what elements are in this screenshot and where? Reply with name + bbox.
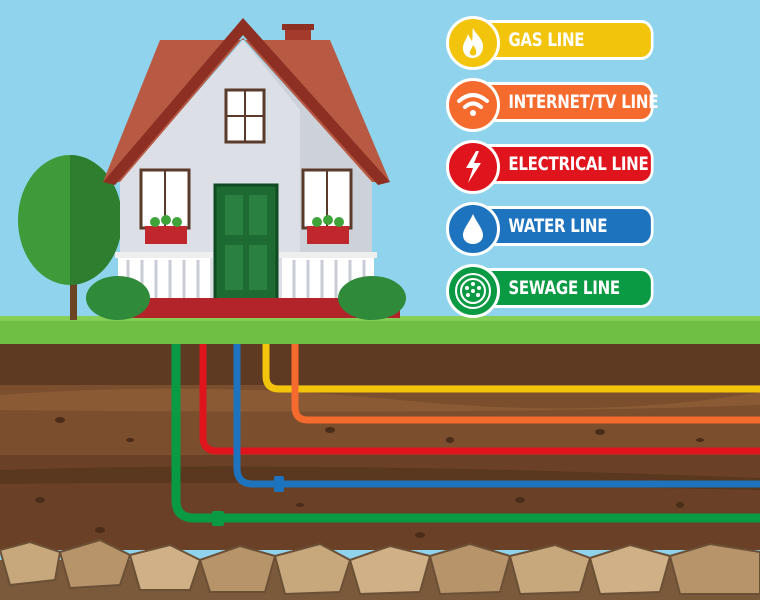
water-drop-icon [446,202,500,256]
house [86,18,406,320]
legend-item-gas: GAS LINE [446,16,678,70]
water-pipe [233,338,760,488]
electrical-pipe [199,338,760,455]
utility-legend: GAS LINE INTERNET/TV LINE ELECTRICAL LIN… [446,16,678,326]
tree [18,155,122,320]
gas-pipe [262,338,760,393]
wifi-icon [446,78,500,132]
sewer-grate-icon [446,264,500,318]
bedrock-rocks [0,538,760,600]
flame-icon [446,16,500,70]
legend-label: WATER LINE [474,206,654,246]
soil-top-layer [0,340,760,385]
legend-item-internet-tv: INTERNET/TV LINE [446,78,678,132]
lightning-icon [446,140,500,194]
sewage-pipe [171,337,760,523]
legend-item-water: WATER LINE [446,202,678,256]
soil-speckles [35,417,704,538]
legend-label: SEWAGE LINE [474,268,654,308]
internet-pipe [291,338,760,424]
legend-item-sewage: SEWAGE LINE [446,264,678,318]
legend-label: ELECTRICAL LINE [474,144,654,184]
legend-label: GAS LINE [474,20,654,60]
legend-label: INTERNET/TV LINE [474,82,658,122]
legend-item-electrical: ELECTRICAL LINE [446,140,678,194]
